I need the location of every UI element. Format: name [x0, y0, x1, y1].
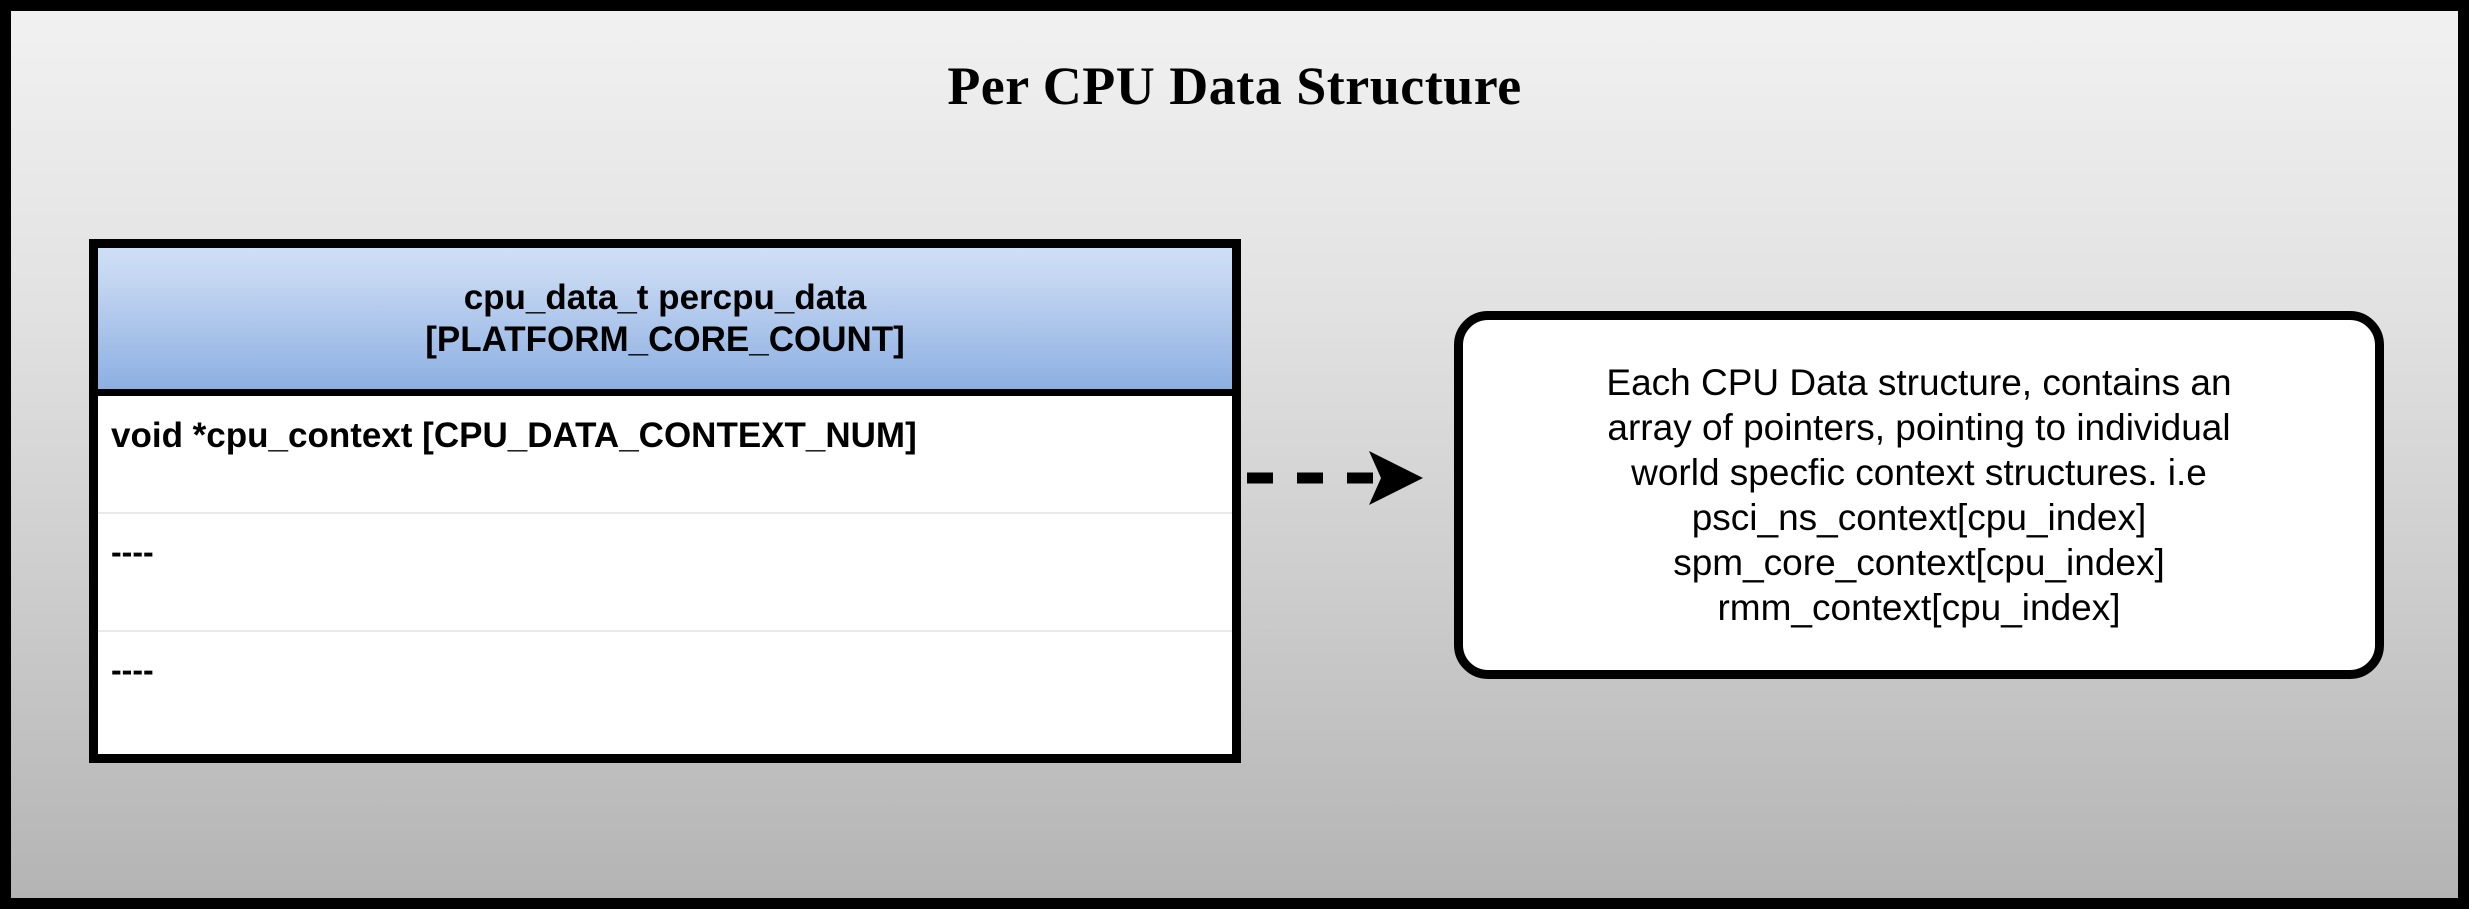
note-callout: Each CPU Data structure, contains an arr…: [1454, 311, 2384, 679]
note-line: spm_core_context[cpu_index]: [1673, 542, 2165, 584]
note-line: rmm_context[cpu_index]: [1717, 587, 2121, 629]
table-row: void *cpu_context [CPU_DATA_CONTEXT_NUM]: [98, 396, 1232, 514]
page-title: Per CPU Data Structure: [947, 56, 1522, 116]
table-row: ----: [98, 632, 1232, 754]
struct-field-placeholder-2: ----: [111, 652, 154, 688]
note-line: psci_ns_context[cpu_index]: [1691, 497, 2147, 538]
note-line: Each CPU Data structure, contains an: [1606, 361, 2232, 403]
note-line: world specfic context structures. i.e: [1631, 451, 2207, 493]
struct-field-cpu-context: void *cpu_context [CPU_DATA_CONTEXT_NUM]: [111, 416, 917, 455]
struct-table-header-line-1: cpu_data_t percpu_data: [463, 278, 867, 318]
dashed-arrow-icon: [1247, 451, 1423, 505]
note-line: array of pointers, pointing to individua…: [1607, 406, 2231, 448]
struct-field-placeholder-1: ----: [111, 534, 154, 570]
table-row: ----: [98, 514, 1232, 632]
arrow-head: [1369, 451, 1423, 505]
struct-table: cpu_data_t percpu_data [PLATFORM_CORE_CO…: [89, 239, 1241, 763]
struct-table-header-line-2: [PLATFORM_CORE_COUNT]: [425, 319, 905, 359]
struct-table-header: cpu_data_t percpu_data [PLATFORM_CORE_CO…: [98, 248, 1232, 396]
